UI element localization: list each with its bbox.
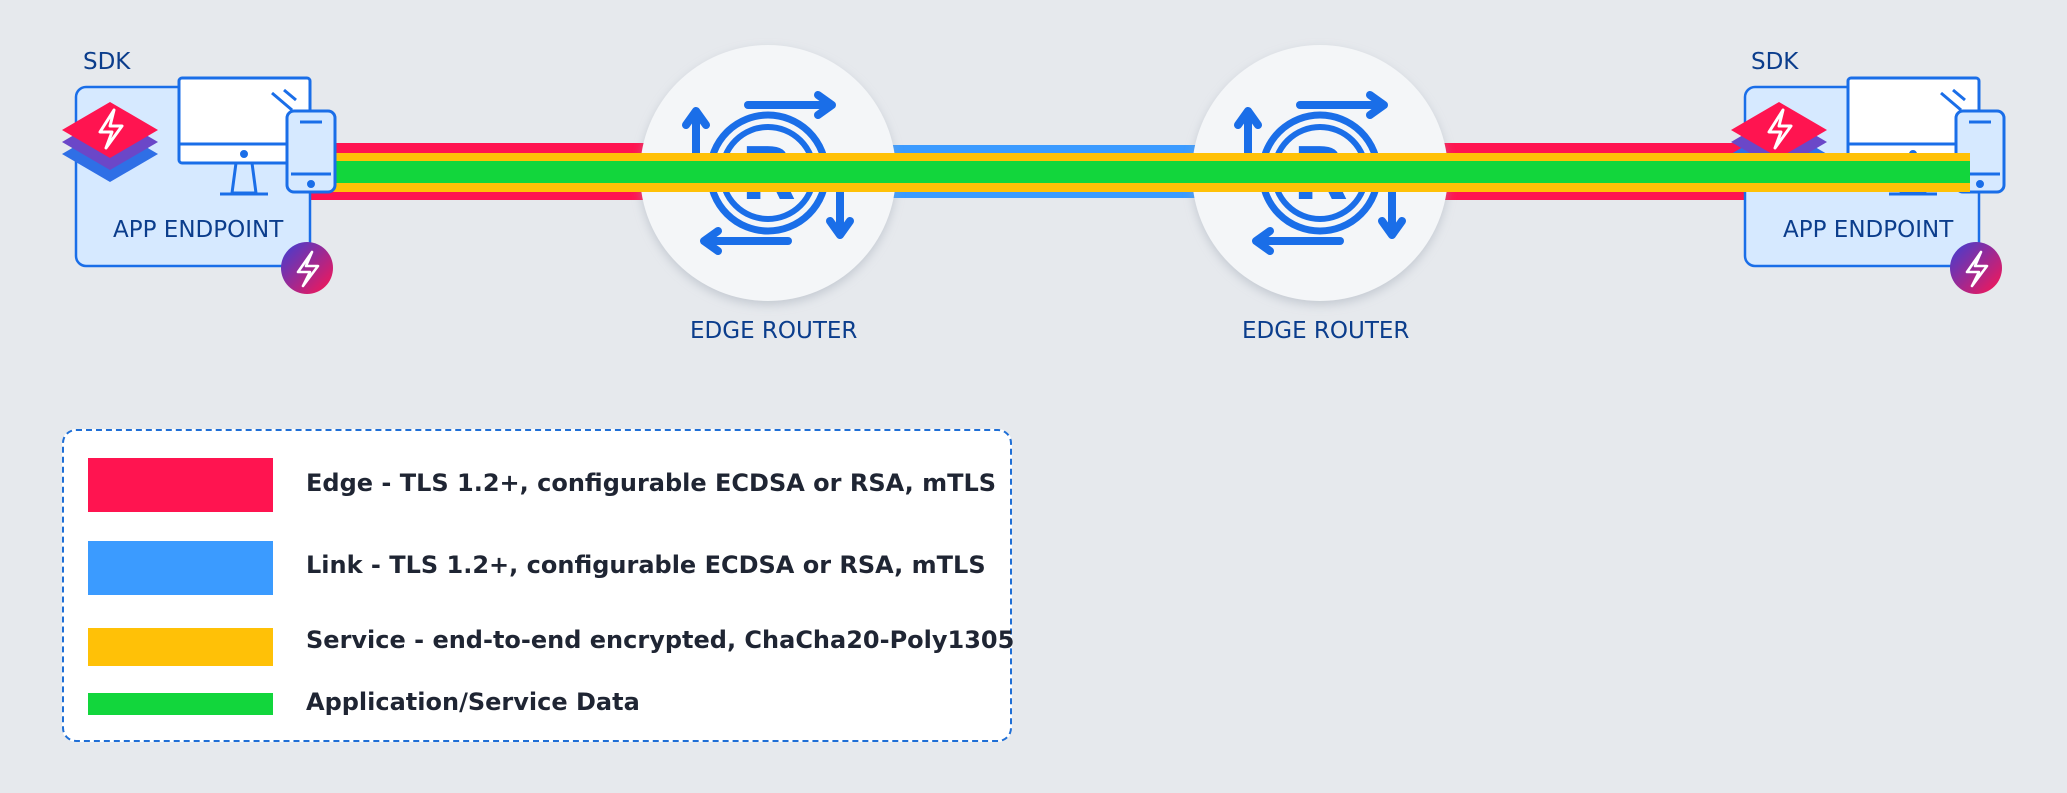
legend-text-link: Link - TLS 1.2+, configurable ECDSA or R…: [306, 551, 986, 579]
legend-box: Edge - TLS 1.2+, configurable ECDSA or R…: [62, 429, 1015, 742]
sdk-label: SDK: [1751, 49, 1799, 75]
monitor-icon: [177, 76, 312, 196]
sdk-label: SDK: [83, 49, 131, 75]
router-label: EDGE ROUTER: [1242, 318, 1410, 344]
left-endpoint: [60, 76, 337, 294]
phone-icon: [285, 109, 337, 194]
ziti-badge-icon: [281, 242, 333, 294]
endpoint-label: APP ENDPOINT: [1783, 217, 1954, 243]
legend-swatch-data: [88, 693, 273, 715]
router-label: EDGE ROUTER: [690, 318, 858, 344]
legend-text-data: Application/Service Data: [306, 688, 640, 716]
legend-swatch-link: [88, 541, 273, 595]
legend-swatch-edge: [88, 458, 273, 512]
legend-text-edge: Edge - TLS 1.2+, configurable ECDSA or R…: [306, 469, 997, 497]
ziti-badge-icon: [1950, 242, 2002, 294]
legend-swatch-service: [88, 628, 273, 666]
tunnel-overlay: [620, 153, 1970, 192]
legend-text-service: Service - end-to-end encrypted, ChaCha20…: [306, 626, 1015, 654]
endpoint-label: APP ENDPOINT: [113, 217, 284, 243]
